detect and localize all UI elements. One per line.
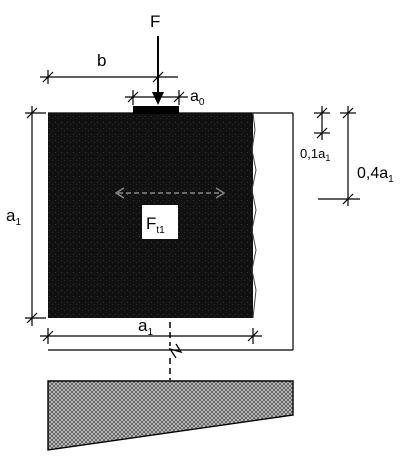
dimension-a0-label: a0: [190, 88, 205, 108]
dimension-a1-horizontal-label: a1: [138, 316, 153, 338]
tension-tie-arrow-icon: [114, 187, 226, 199]
force-label: F: [150, 12, 160, 31]
dimension-b: [40, 70, 178, 84]
dimension-a1-vertical-label: a1: [6, 206, 21, 228]
tension-force-label: Ft1: [146, 214, 165, 236]
stress-distribution-diagram: [47, 380, 294, 451]
dimension-a0: [125, 90, 188, 105]
dimension-b-label: b: [97, 51, 106, 70]
dimension-a1-horizontal: [40, 328, 262, 344]
dimension-a1-vertical: [25, 106, 46, 326]
jagged-right-edge: [251, 112, 257, 319]
load-plate: [133, 106, 179, 114]
center-axis: [168, 322, 183, 380]
dimension-04a1-label: 0,4a1: [357, 165, 394, 185]
dimension-04a1: [318, 106, 360, 206]
force-arrow-icon: [152, 36, 164, 105]
dimension-01a1: [314, 106, 330, 140]
dimension-01a1-label: 0,1a1: [300, 146, 330, 163]
tension-force-label-box: [142, 205, 178, 239]
